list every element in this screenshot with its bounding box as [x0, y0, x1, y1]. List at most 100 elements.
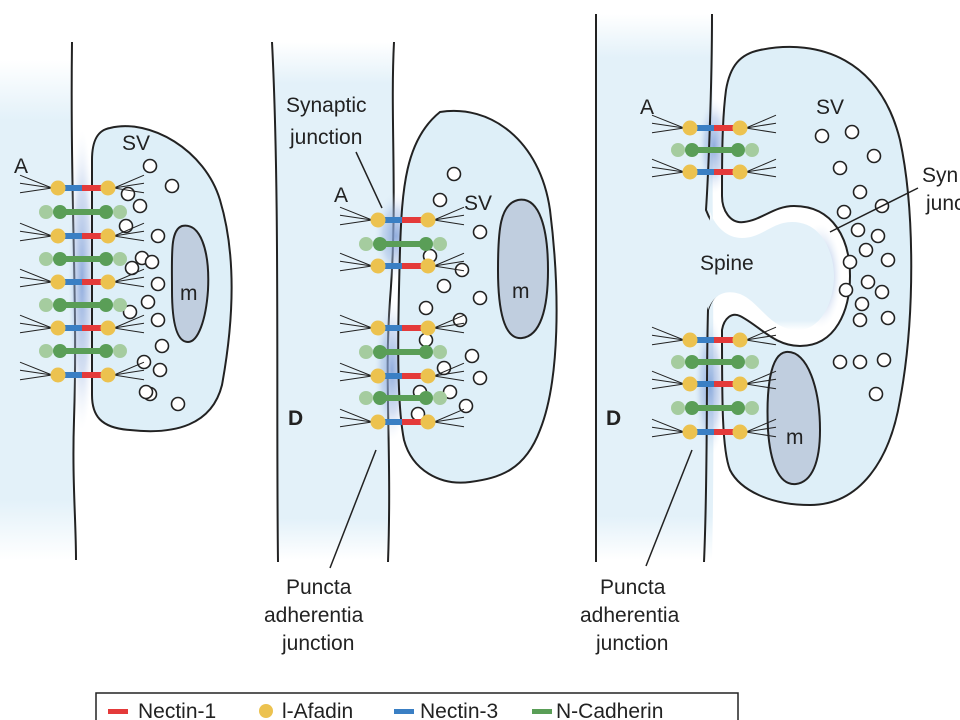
- synaptic-vesicle: [852, 354, 868, 370]
- n-cadherin: [60, 302, 106, 308]
- l-afadin: [50, 320, 66, 336]
- nectin-1: [402, 217, 424, 223]
- nectin-1: [402, 419, 424, 425]
- n-cadherin-end: [745, 355, 759, 369]
- synaptic-vesicle: [472, 370, 488, 386]
- synaptic-vesicle: [132, 198, 148, 214]
- synaptic-vesicle: [858, 242, 874, 258]
- label-m-left: m: [180, 282, 198, 305]
- l-afadin: [420, 414, 436, 430]
- cytoskeleton-filament: [433, 214, 465, 221]
- nectin-1: [714, 429, 736, 435]
- synaptic-vesicle: [150, 312, 166, 328]
- cytoskeleton-filament: [651, 370, 685, 385]
- cytoskeleton-filament: [339, 362, 373, 377]
- synaptic-vesicle: [418, 332, 434, 348]
- l-afadin: [420, 212, 436, 228]
- nectin-1: [714, 125, 736, 131]
- cytoskeleton-filament: [651, 378, 685, 385]
- synaptic-vesicle: [472, 224, 488, 240]
- n-cadherin-end: [359, 237, 373, 251]
- l-afadin: [732, 164, 748, 180]
- n-cadherin-head: [53, 344, 67, 358]
- cytoskeleton-filament: [651, 383, 685, 390]
- cytoskeleton-filament: [433, 421, 465, 428]
- cytoskeleton-filament: [19, 182, 53, 189]
- cytoskeleton-filament: [339, 314, 373, 329]
- nectin-3: [382, 419, 402, 425]
- nectin-1: [402, 373, 424, 379]
- cytoskeleton-filament: [113, 230, 145, 237]
- cytoskeleton-filament: [113, 327, 145, 334]
- n-cadherin-end: [39, 205, 53, 219]
- cytoskeleton-filament: [339, 214, 373, 221]
- synaptic-vesicle: [866, 148, 882, 164]
- synaptic-vesicles-left: [118, 158, 186, 412]
- puncta-label-middle-3: junction: [281, 632, 354, 655]
- n-cadherin-head: [731, 355, 745, 369]
- adhesion-complexes-right: [651, 114, 777, 440]
- n-cadherin-end: [113, 205, 127, 219]
- l-afadin: [420, 368, 436, 384]
- panel-left: A SV m: [0, 41, 233, 561]
- n-cadherin-end: [39, 344, 53, 358]
- cytoskeleton-filament: [745, 431, 777, 438]
- nectin-3: [62, 279, 82, 285]
- legend: Nectin-1 l-Afadin Nectin-3 N-Cadherin: [95, 692, 739, 720]
- cytoskeleton-filament: [433, 370, 465, 377]
- synaptic-vesicle: [850, 222, 866, 238]
- cytoskeleton-filament: [339, 252, 373, 267]
- l-afadin: [370, 368, 386, 384]
- synaptic-vesicle: [154, 338, 170, 354]
- nectin-3: [382, 263, 402, 269]
- cytoskeleton-filament: [745, 122, 777, 129]
- cytoskeleton-filament: [19, 222, 53, 237]
- synaptic-vesicle: [140, 294, 156, 310]
- l-afadin: [732, 332, 748, 348]
- cytoskeleton-filament: [433, 260, 465, 267]
- cytoskeleton-filament: [339, 416, 373, 423]
- nectin-3: [694, 429, 714, 435]
- cytoskeleton-filament: [339, 375, 373, 382]
- synaptic-vesicle: [844, 124, 860, 140]
- n-cadherin-end: [113, 252, 127, 266]
- label-a-middle: A: [334, 184, 348, 207]
- cytoskeleton-filament: [745, 426, 777, 433]
- cytoskeleton-filament: [651, 426, 685, 433]
- synaptic-vesicle: [432, 192, 448, 208]
- cytoskeleton-filament: [339, 206, 373, 221]
- nectin-3: [694, 169, 714, 175]
- l-afadin: [50, 367, 66, 383]
- n-cadherin-head: [731, 143, 745, 157]
- n-cadherin-head: [373, 345, 387, 359]
- l-afadin: [732, 120, 748, 136]
- cytoskeleton-filament: [433, 375, 465, 382]
- cytoskeleton-filament: [113, 314, 145, 329]
- mitochondrion-left: [170, 224, 210, 344]
- n-cadherin: [380, 241, 426, 247]
- n-cadherin-head: [53, 252, 67, 266]
- n-cadherin-head: [419, 237, 433, 251]
- label-a-right: A: [640, 96, 654, 119]
- l-afadin: [370, 320, 386, 336]
- legend-swatch-n-cadherin: [532, 709, 552, 714]
- cytoskeleton-filament: [433, 327, 465, 334]
- cytoskeleton-filament: [19, 361, 53, 376]
- label-d-middle: D: [288, 407, 303, 430]
- synaptic-vesicle: [852, 184, 868, 200]
- synaptic-vesicle: [814, 128, 830, 144]
- cytoskeleton-filament: [651, 339, 685, 346]
- cytoskeleton-filament: [113, 361, 145, 376]
- n-cadherin-end: [359, 391, 373, 405]
- synaptic-vesicle: [852, 312, 868, 328]
- synaptic-vesicle: [854, 296, 870, 312]
- nectin-3: [382, 217, 402, 223]
- cytoskeleton-filament: [745, 370, 777, 385]
- legend-label-n-cadherin: N-Cadherin: [556, 700, 663, 720]
- label-m-middle: m: [512, 280, 530, 303]
- cytoskeleton-filament: [19, 281, 53, 288]
- cytoskeleton-filament: [745, 378, 777, 385]
- nectin-3: [694, 125, 714, 131]
- cytoskeleton-filament: [19, 374, 53, 381]
- synaptic-vesicle: [150, 276, 166, 292]
